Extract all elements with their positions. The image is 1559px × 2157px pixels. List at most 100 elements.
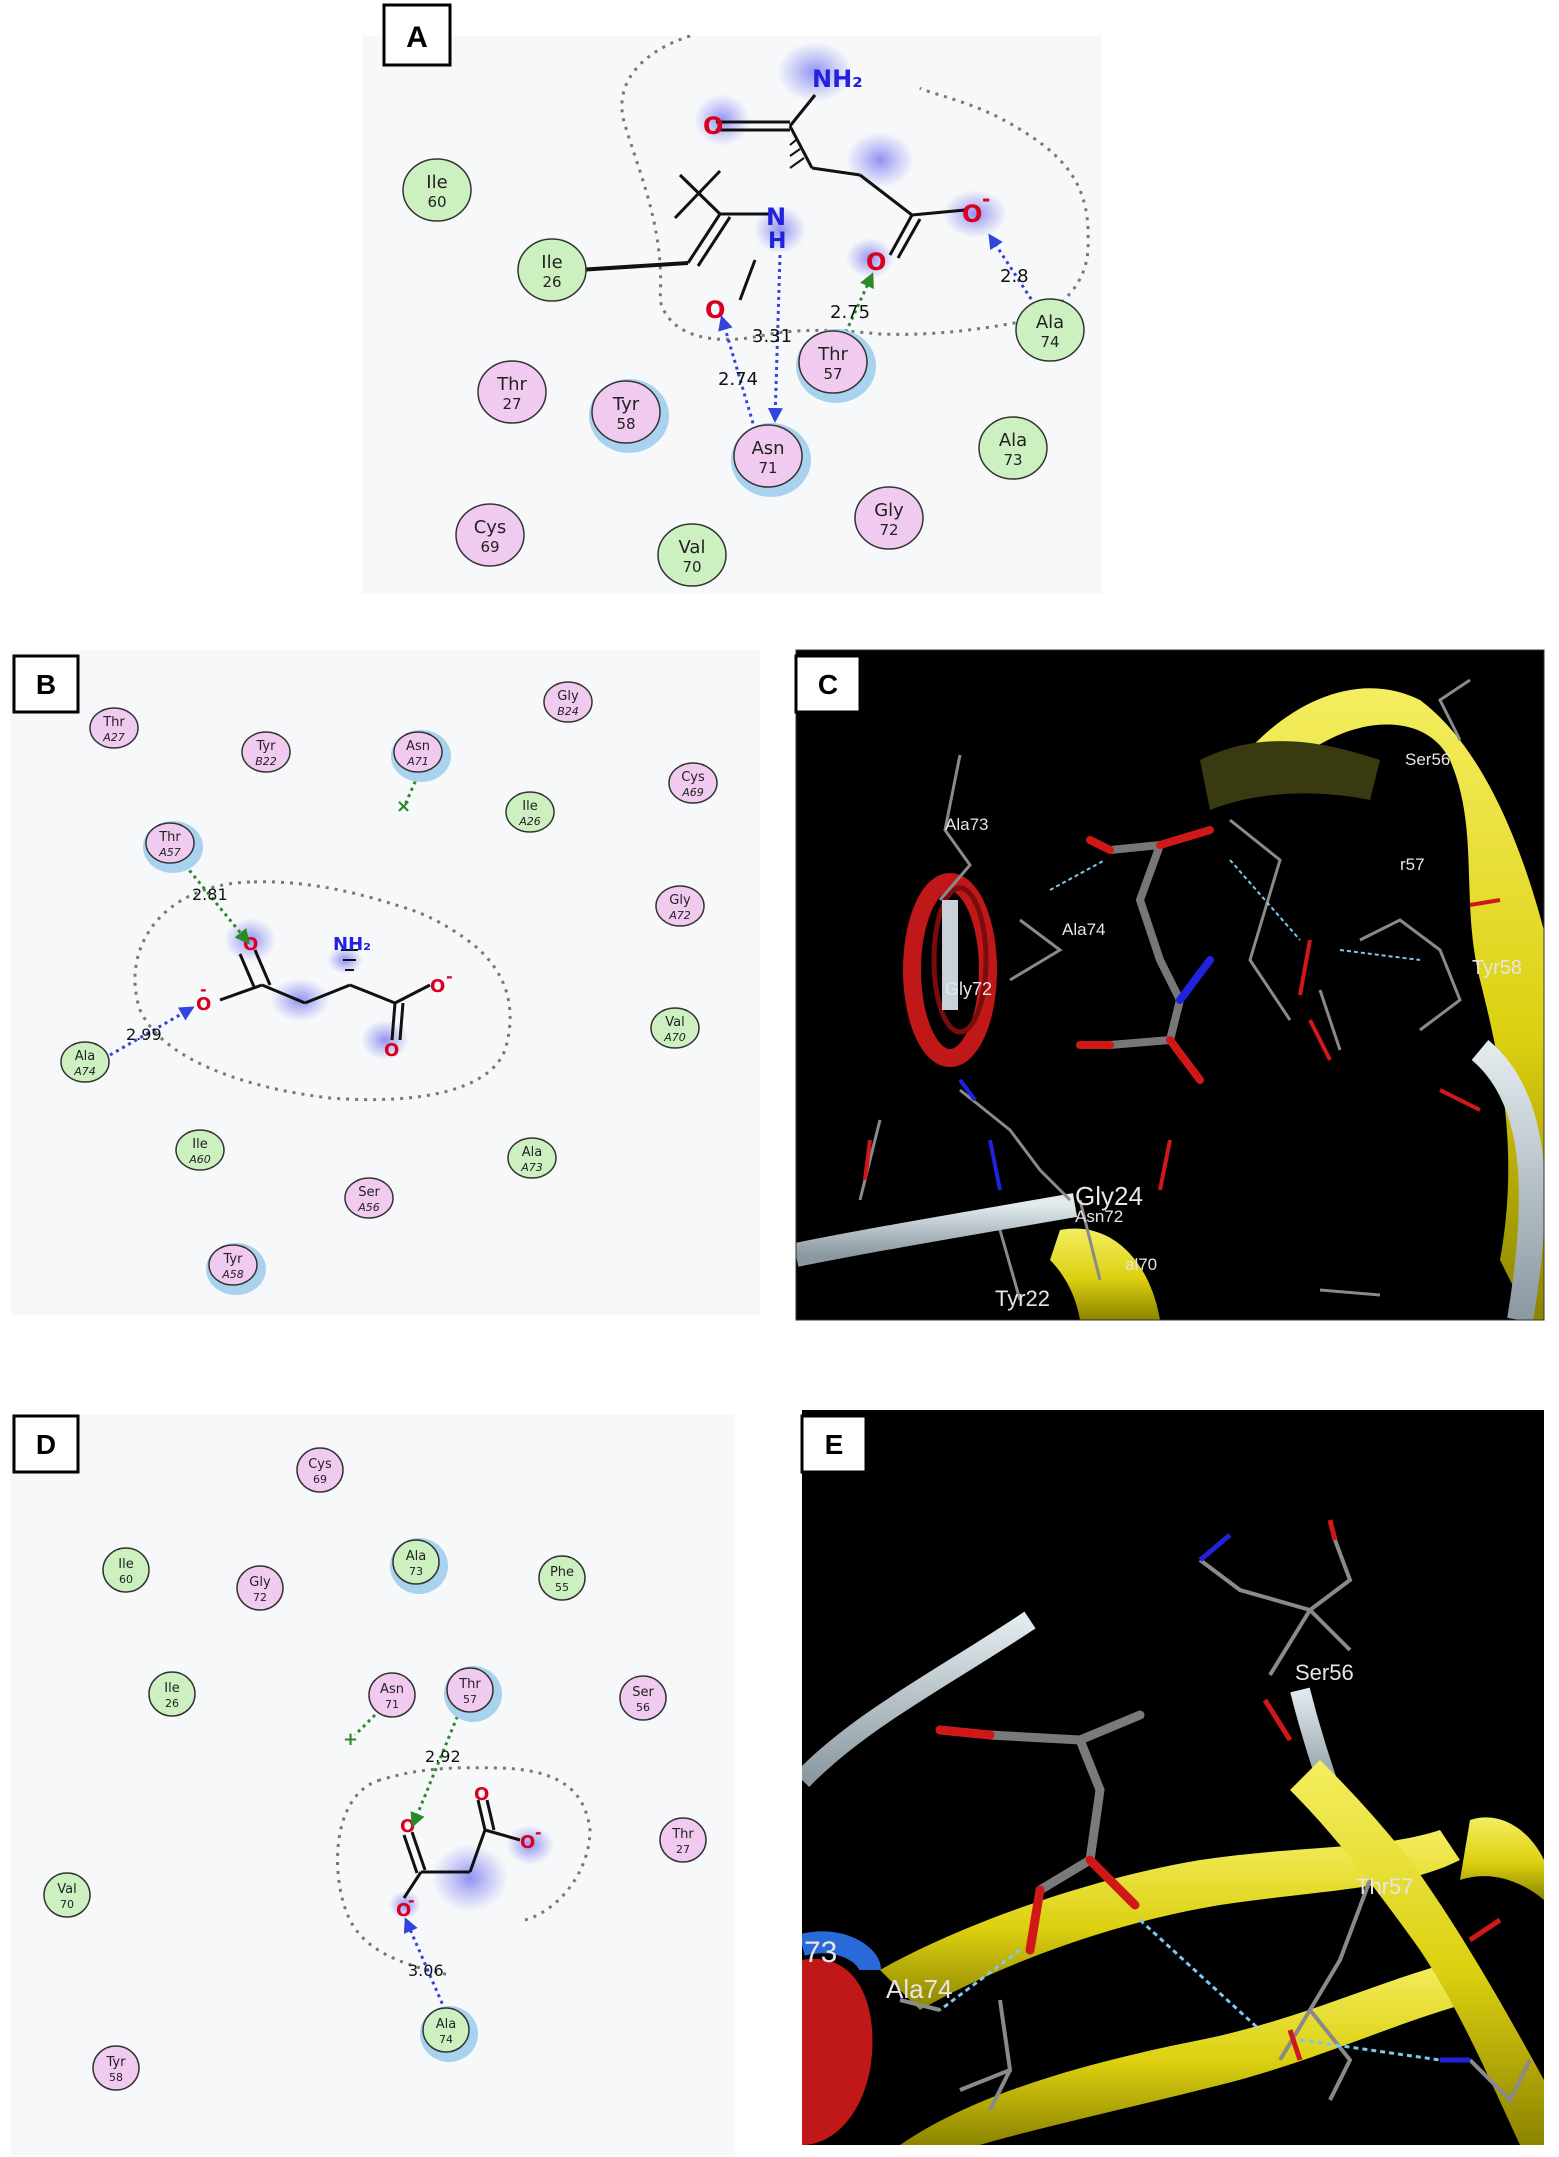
ligand-glow-a <box>694 42 1007 278</box>
panel-e-label-box <box>800 1414 868 1474</box>
residue-name: Gly <box>669 893 691 908</box>
panel-a-label-box <box>382 3 452 67</box>
ligand-sticks-c <box>1076 826 1214 1084</box>
label-c-asn72: Asn72 <box>1075 1207 1123 1226</box>
residue-disc <box>477 360 547 424</box>
binding-pocket-outline-b <box>133 880 512 1102</box>
residue-number: 73 <box>409 1565 423 1578</box>
panel-a: NH₂ O N H O O O - 3.31 2.75 2.8 2.74 Ile… <box>362 3 1102 594</box>
residue-disc <box>102 1547 150 1593</box>
residue-disc <box>148 1671 196 1717</box>
residue-gly-72: Gly72 <box>854 486 924 550</box>
atom-o-b-2: O <box>196 994 211 1015</box>
residue-disc <box>236 1565 284 1611</box>
distance-a-4: 2.74 <box>718 369 758 390</box>
sheet-lower-e <box>900 1960 1480 2145</box>
panel-c-label-box <box>794 654 862 714</box>
residue-number: 71 <box>385 1698 399 1711</box>
hbonds-a <box>718 233 1037 431</box>
panel-a-label: A <box>406 21 428 54</box>
residue-disc <box>591 380 661 444</box>
residue-number: A57 <box>158 846 181 859</box>
ligand-bonds-b <box>219 949 431 1041</box>
ligand-bonds-d <box>402 1799 521 1899</box>
panel-c: Ser56 Ala73 r57 Ala74 Tyr58 Gly72 Gly24 … <box>794 649 1545 1321</box>
residue-disc <box>505 791 555 833</box>
residue-name: Ile <box>541 252 562 273</box>
residue-disc <box>798 330 868 394</box>
distance-a-2: 2.75 <box>830 302 870 323</box>
residue-number: 26 <box>542 273 561 291</box>
ligand-glow-b <box>224 918 409 1060</box>
panel-d-label: D <box>36 1429 56 1460</box>
atom-charge-d: - <box>535 1823 542 1842</box>
label-c-tyr22: Tyr22 <box>995 1286 1050 1311</box>
residue-number: 60 <box>119 1573 133 1586</box>
residue-disc <box>668 762 718 804</box>
residue-name: Val <box>57 1882 76 1897</box>
residue-gly-72: Gly72 <box>236 1565 284 1611</box>
atom-charge-b: - <box>446 967 453 986</box>
label-c-gly72: Gly72 <box>945 979 992 999</box>
residue-disc <box>344 1177 394 1219</box>
residue-disc <box>145 822 195 864</box>
residue-disc <box>368 1672 416 1718</box>
residue-disc <box>392 1539 440 1585</box>
label-e-ala74: Ala74 <box>886 1974 953 2004</box>
residue-thr-57: Thr57 <box>796 329 876 403</box>
hbonds-e <box>939 1918 1441 2062</box>
distance-a-1: 3.31 <box>752 326 792 347</box>
residue-number: 72 <box>879 521 898 539</box>
residue-disc <box>657 523 727 587</box>
residue-disc <box>619 1675 667 1721</box>
residue-name: Thr <box>458 1677 481 1692</box>
residue-disc <box>175 1129 225 1171</box>
residue-number: 70 <box>682 558 701 576</box>
atom-ominus-a: O <box>962 200 982 228</box>
residue-number: 56 <box>636 1701 650 1714</box>
residue-number: 73 <box>1003 451 1022 469</box>
distance-a-3: 2.8 <box>1000 266 1029 287</box>
residue-name: Ala <box>406 1549 426 1564</box>
residue-disc <box>733 424 803 488</box>
residue-name: Thr <box>496 374 527 395</box>
atom-o-b-4: O <box>384 1040 399 1061</box>
residue-number: 72 <box>253 1591 267 1604</box>
helix-e <box>802 1931 881 2145</box>
atom-o-d-1: O <box>400 1816 415 1837</box>
label-c-ser56: Ser56 <box>1405 750 1450 769</box>
label-c-val70: al70 <box>1125 1255 1157 1274</box>
hbond-marker-d: + <box>343 1729 358 1750</box>
residue-number: 71 <box>758 459 777 477</box>
atom-o-b-3: O <box>430 976 445 997</box>
residue-tyr-58: Tyr58 <box>92 2045 140 2091</box>
panel-e: Ser56 Thr57 73 Ala74 E <box>800 1410 1544 2145</box>
residue-name: Tyr <box>256 739 277 754</box>
coil-tube-c <box>1471 1040 1544 1320</box>
panel-d-label-box <box>12 1414 80 1474</box>
residue-number: A72 <box>668 909 691 922</box>
residue-name: Thr <box>817 344 848 365</box>
atom-charge-a: - <box>982 187 990 211</box>
sheet-right-e <box>1460 1817 1544 1900</box>
atom-nh2-a: NH₂ <box>812 65 863 93</box>
residue-name: Val <box>679 537 706 558</box>
ligand-hash-bond-a <box>789 139 805 169</box>
atom-n-a: N <box>766 203 786 231</box>
residue-disc <box>854 486 924 550</box>
atom-o-d-3: O <box>474 1784 489 1805</box>
residue-name: Gly <box>249 1575 271 1590</box>
panel-e-background <box>802 1410 1544 2145</box>
residue-disc <box>393 731 443 773</box>
